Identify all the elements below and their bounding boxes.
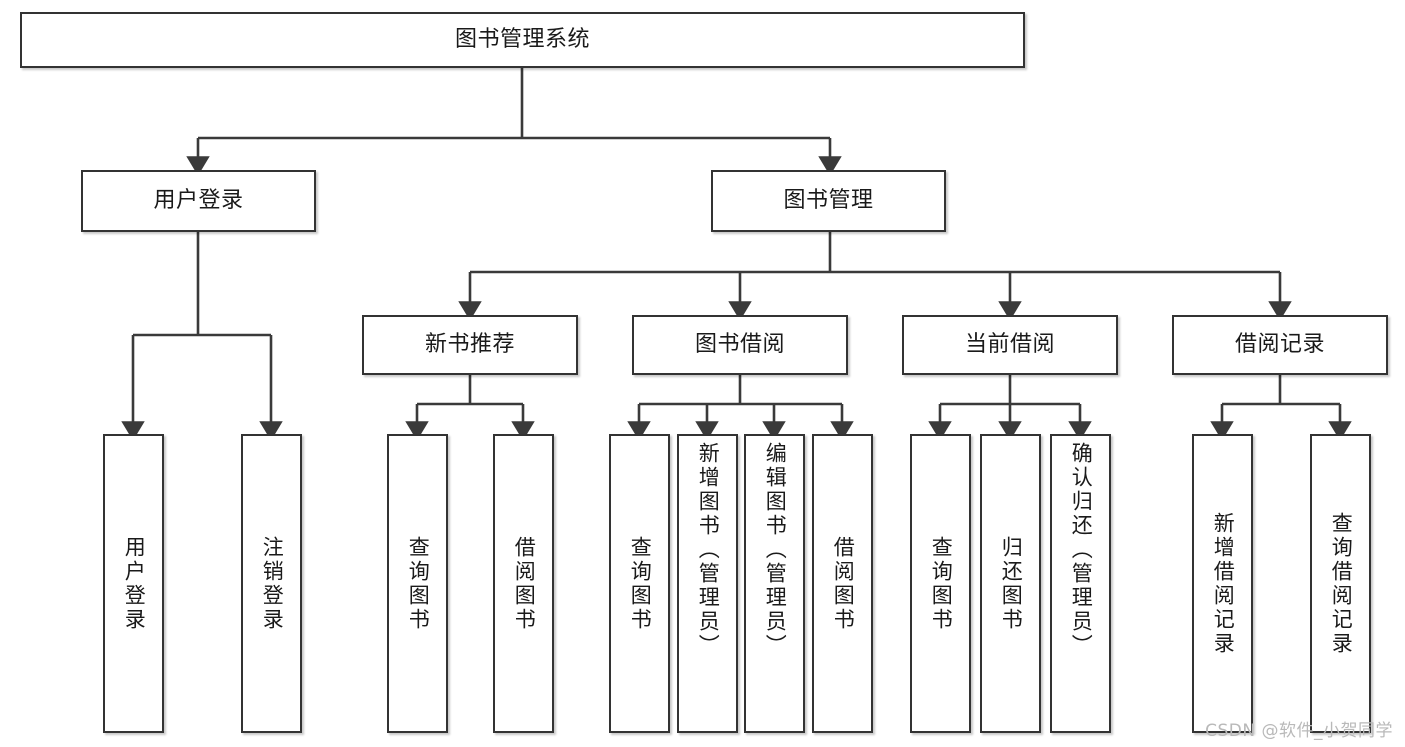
leaf-query-book-3-label: 查询图书 [929, 535, 954, 632]
leaf-add-book[interactable]: 新增图书（管理员） [677, 434, 738, 733]
leaf-borrow-book-2-label: 借阅图书 [831, 535, 856, 632]
leaf-confirm-return-label: 确认归还（管理员） [1069, 442, 1094, 658]
leaf-query-book-3[interactable]: 查询图书 [910, 434, 971, 733]
node-book-borrow[interactable]: 图书借阅 [632, 315, 848, 375]
node-root[interactable]: 图书管理系统 [20, 12, 1025, 68]
leaf-return-book[interactable]: 归还图书 [980, 434, 1041, 733]
leaf-query-book-2-label: 查询图书 [628, 535, 653, 632]
node-user-login-label: 用户登录 [153, 188, 244, 214]
leaf-add-record[interactable]: 新增借阅记录 [1192, 434, 1253, 733]
leaf-borrow-book-2[interactable]: 借阅图书 [812, 434, 873, 733]
leaf-add-record-label: 新增借阅记录 [1211, 511, 1236, 656]
node-user-login[interactable]: 用户登录 [81, 170, 316, 232]
leaf-user-login[interactable]: 用户登录 [103, 434, 164, 733]
node-current-borrow[interactable]: 当前借阅 [902, 315, 1118, 375]
leaf-query-record-label: 查询借阅记录 [1329, 511, 1354, 656]
node-current-borrow-label: 当前借阅 [964, 332, 1055, 358]
leaf-logout[interactable]: 注销登录 [241, 434, 302, 733]
leaf-query-record[interactable]: 查询借阅记录 [1310, 434, 1371, 733]
node-book-management-label: 图书管理 [783, 188, 874, 214]
leaf-return-book-label: 归还图书 [999, 535, 1024, 632]
node-book-management[interactable]: 图书管理 [711, 170, 946, 232]
leaf-query-book-1-label: 查询图书 [406, 535, 431, 632]
leaf-add-book-label: 新增图书（管理员） [696, 442, 721, 658]
csdn-watermark: CSDN @软件_小贺同学 [1205, 721, 1393, 741]
leaf-user-login-label: 用户登录 [122, 535, 147, 632]
leaf-confirm-return[interactable]: 确认归还（管理员） [1050, 434, 1111, 733]
node-borrow-record-label: 借阅记录 [1234, 332, 1325, 358]
leaf-borrow-book-1[interactable]: 借阅图书 [493, 434, 554, 733]
leaf-logout-label: 注销登录 [260, 535, 285, 632]
node-root-label: 图书管理系统 [454, 27, 590, 53]
leaf-edit-book[interactable]: 编辑图书（管理员） [744, 434, 805, 733]
leaf-query-book-2[interactable]: 查询图书 [609, 434, 670, 733]
node-new-book-recommend-label: 新书推荐 [424, 332, 515, 358]
leaf-edit-book-label: 编辑图书（管理员） [763, 442, 788, 658]
leaf-borrow-book-1-label: 借阅图书 [512, 535, 537, 632]
node-book-borrow-label: 图书借阅 [694, 332, 785, 358]
node-borrow-record[interactable]: 借阅记录 [1172, 315, 1388, 375]
node-new-book-recommend[interactable]: 新书推荐 [362, 315, 578, 375]
leaf-query-book-1[interactable]: 查询图书 [387, 434, 448, 733]
